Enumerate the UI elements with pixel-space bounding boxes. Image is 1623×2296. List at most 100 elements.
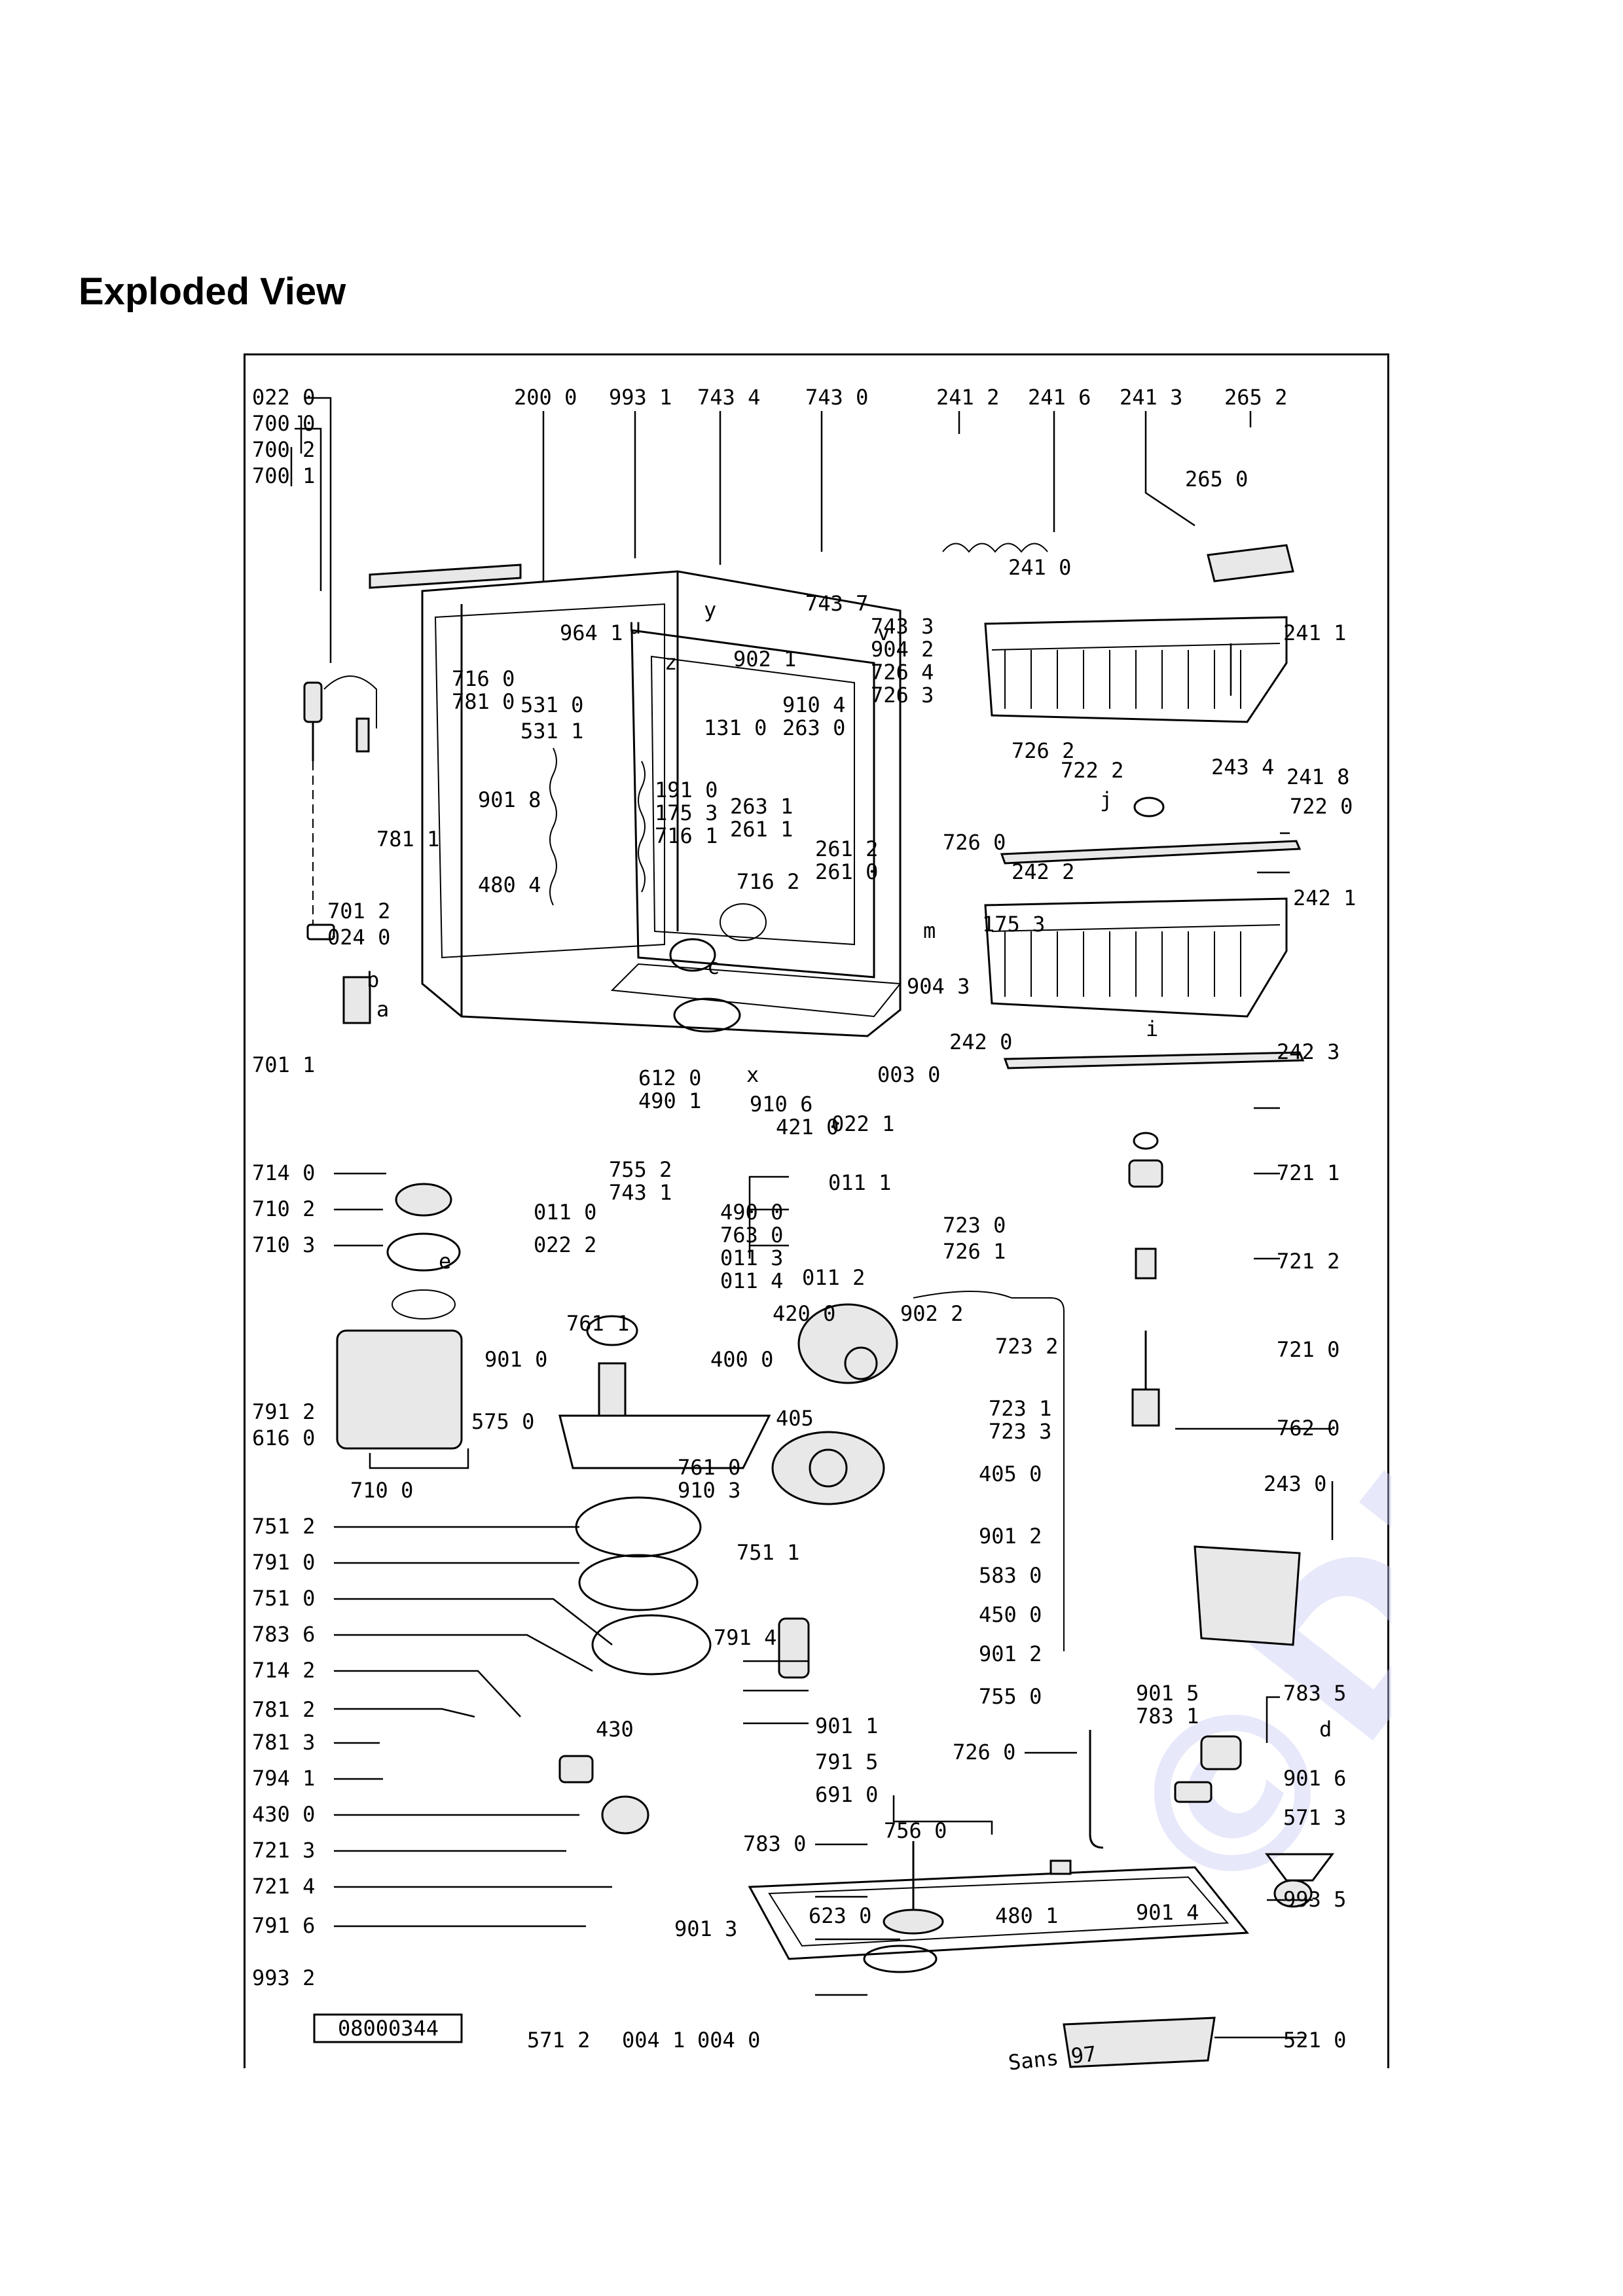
letter-marker: i <box>1146 1016 1158 1041</box>
part-label: 756 0 <box>884 1818 947 1843</box>
letter-marker: b <box>367 967 379 992</box>
part-label: 242 0 <box>949 1030 1012 1054</box>
part-label: 743 0 <box>805 385 868 410</box>
part-label: 723 1 <box>989 1396 1051 1421</box>
part-label: 743 4 <box>697 385 760 410</box>
part-label: 571 2 <box>527 2028 590 2053</box>
part-label: 191 0 <box>655 778 718 802</box>
signature-text: Sans 97 <box>1007 2041 1097 2070</box>
part-label: 011 3 <box>720 1246 783 1270</box>
part-label: 783 5 <box>1283 1681 1346 1706</box>
exploded-view-diagram: ©DIY-Parts.cz <box>252 385 1391 2070</box>
part-label: 723 2 <box>995 1334 1058 1359</box>
part-label: 743 3 <box>871 614 934 639</box>
part-label: 791 4 <box>714 1625 776 1650</box>
part-label: 726 0 <box>943 830 1006 855</box>
part-label: 716 1 <box>655 823 718 848</box>
inlet-hose-assembly <box>303 675 377 1024</box>
part-label: 743 7 <box>805 591 868 616</box>
part-label: 241 1 <box>1283 620 1346 645</box>
part-label: 243 4 <box>1211 755 1274 780</box>
drawing-number-box: 08000344 <box>313 2013 463 2043</box>
diagram-frame: ©DIY-Parts.cz <box>244 353 1391 2070</box>
part-label: 616 0 <box>252 1426 315 1450</box>
part-label: 480 1 <box>995 1903 1058 1928</box>
part-label: 710 0 <box>350 1478 413 1503</box>
part-label: 583 0 <box>979 1563 1042 1588</box>
part-label: 901 3 <box>674 1916 737 1941</box>
part-label: 781 0 <box>452 689 515 714</box>
basket-lower <box>984 897 1288 1018</box>
right-side-parts <box>1049 1545 1334 2068</box>
leader-lines <box>290 397 1334 2039</box>
part-label: 242 1 <box>1293 886 1356 910</box>
part-label: 794 1 <box>252 1766 315 1791</box>
part-label: 910 3 <box>678 1478 740 1503</box>
part-label: 710 2 <box>252 1196 315 1221</box>
part-label: 993 1 <box>609 385 672 410</box>
part-label: 263 1 <box>730 794 793 819</box>
part-label: 261 1 <box>730 817 793 842</box>
long-hose <box>913 1291 1065 1651</box>
part-label: 521 0 <box>1283 2028 1346 2053</box>
part-label: 400 0 <box>710 1347 773 1372</box>
part-label: 743 1 <box>609 1180 672 1205</box>
part-label: 763 0 <box>720 1223 783 1247</box>
part-label: 901 8 <box>478 787 541 812</box>
softener-and-pump-area <box>336 1183 898 1835</box>
part-label: 716 2 <box>737 869 799 894</box>
part-label: 450 0 <box>979 1602 1042 1627</box>
part-label: 265 0 <box>1185 467 1248 492</box>
basket-upper <box>942 543 1294 723</box>
part-label: 265 2 <box>1224 385 1287 410</box>
part-label: 011 4 <box>720 1268 783 1293</box>
connection-letter-markers: c b a e d x z y m u j v i <box>367 598 1332 1742</box>
part-label: 700 2 <box>252 437 315 462</box>
part-label: 751 2 <box>252 1514 315 1539</box>
part-label: 721 2 <box>1277 1249 1340 1274</box>
part-label: 175 3 <box>982 912 1045 937</box>
part-label: 701 2 <box>327 899 390 924</box>
part-label: 571 3 <box>1283 1805 1346 1830</box>
part-label: 701 1 <box>252 1052 315 1077</box>
part-label: 726 4 <box>871 660 934 685</box>
part-labels: 022 0 700 0 700 2 700 1 200 0 993 1 743 … <box>252 385 1356 2053</box>
part-label: 910 6 <box>750 1092 812 1117</box>
letter-marker: y <box>704 598 716 622</box>
part-label: 791 0 <box>252 1550 315 1575</box>
part-label: 781 2 <box>252 1697 315 1722</box>
part-label: 022 0 <box>252 385 315 410</box>
part-label: 726 3 <box>871 683 934 708</box>
part-label: 405 <box>776 1406 814 1431</box>
part-label: 241 3 <box>1120 385 1182 410</box>
part-label: 490 0 <box>720 1200 783 1225</box>
part-label: 490 1 <box>638 1088 701 1113</box>
spray-arm-lower <box>1003 1051 1305 1427</box>
part-label: 714 2 <box>252 1658 315 1683</box>
part-label: 531 1 <box>520 719 583 744</box>
part-label: 755 0 <box>979 1684 1042 1709</box>
part-label: 751 1 <box>737 1540 799 1565</box>
part-label: 531 0 <box>520 692 583 717</box>
part-label: 721 4 <box>252 1874 315 1899</box>
part-label: 723 0 <box>943 1213 1006 1238</box>
part-label: 781 3 <box>252 1730 315 1755</box>
part-label: 901 5 <box>1136 1681 1199 1706</box>
page-title: Exploded View <box>79 270 346 313</box>
part-label: 726 1 <box>943 1239 1006 1264</box>
letter-marker: a <box>376 997 389 1022</box>
letter-marker: e <box>439 1249 451 1274</box>
part-label: 901 2 <box>979 1524 1042 1549</box>
letter-marker: m <box>923 918 936 943</box>
part-label: 004 0 <box>697 2028 760 2053</box>
part-label: 004 1 <box>622 2028 685 2053</box>
part-label: 783 0 <box>743 1831 806 1856</box>
part-label: 762 0 <box>1277 1416 1340 1441</box>
part-label: 901 1 <box>815 1713 878 1738</box>
letter-marker: u <box>629 614 641 639</box>
part-label: 022 1 <box>831 1111 894 1136</box>
part-label: 241 2 <box>936 385 999 410</box>
part-label: 722 0 <box>1290 794 1353 819</box>
part-label: 901 2 <box>979 1641 1042 1666</box>
part-label: 901 6 <box>1283 1766 1346 1791</box>
